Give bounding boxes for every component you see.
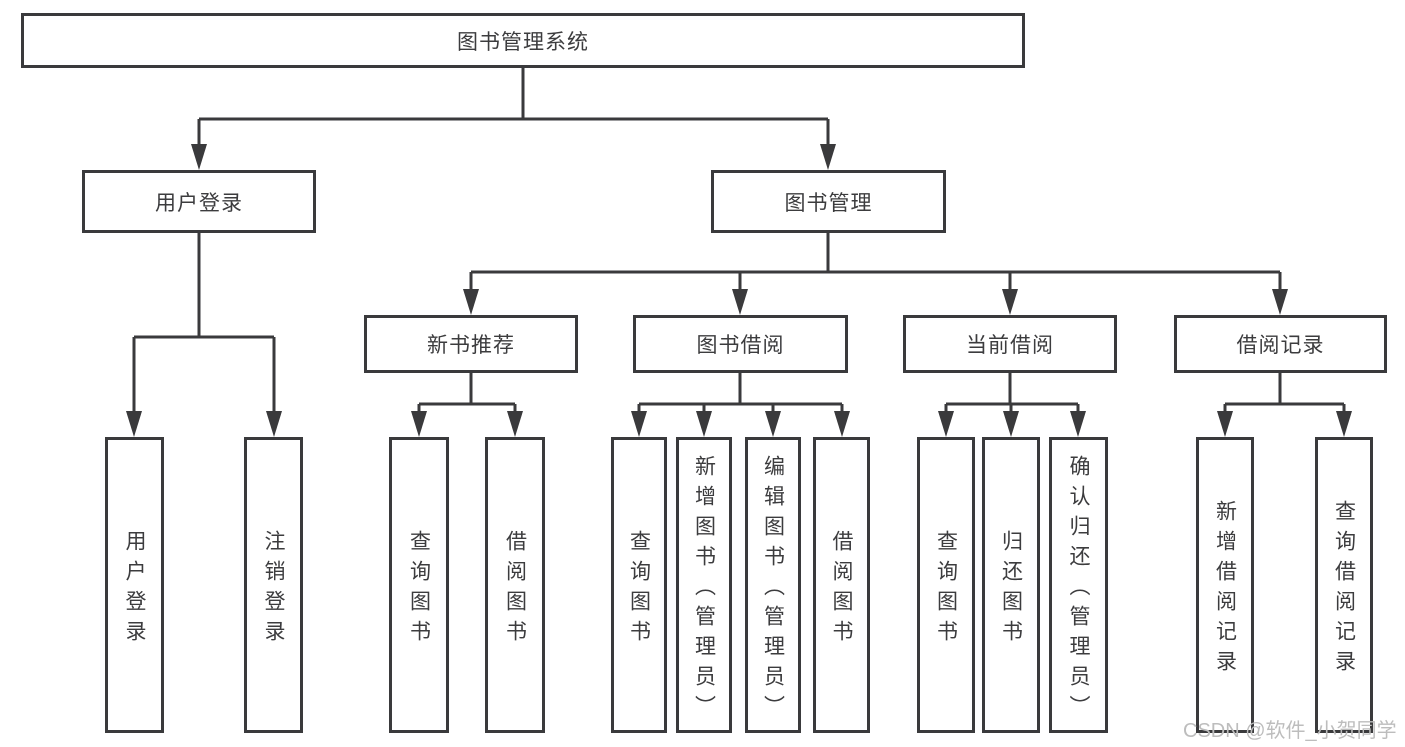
node-user-login: 用户登录 bbox=[82, 170, 316, 233]
node-borrow-records: 借阅记录 bbox=[1174, 315, 1387, 373]
leaf-logout: 注销登录 bbox=[244, 437, 303, 733]
leaf-confirm-return-admin: 确认归还（管理员） bbox=[1049, 437, 1108, 733]
leaf-query-books-current: 查询图书 bbox=[917, 437, 975, 733]
leaf-query-books-borrow: 查询图书 bbox=[611, 437, 667, 733]
node-current-borrow: 当前借阅 bbox=[903, 315, 1117, 373]
leaf-return-books: 归还图书 bbox=[982, 437, 1040, 733]
node-new-book-recommend: 新书推荐 bbox=[364, 315, 578, 373]
leaf-borrow-books-newbook: 借阅图书 bbox=[485, 437, 545, 733]
leaf-add-borrow-record: 新增借阅记录 bbox=[1196, 437, 1254, 733]
node-root: 图书管理系统 bbox=[21, 13, 1025, 68]
leaf-query-books-newbook: 查询图书 bbox=[389, 437, 449, 733]
node-book-borrow: 图书借阅 bbox=[633, 315, 848, 373]
leaf-query-borrow-record: 查询借阅记录 bbox=[1315, 437, 1373, 733]
leaf-edit-book-admin: 编辑图书（管理员） bbox=[745, 437, 801, 733]
leaf-add-book-admin: 新增图书（管理员） bbox=[676, 437, 732, 733]
leaf-borrow-books-borrow: 借阅图书 bbox=[813, 437, 870, 733]
watermark: CSDN @软件_小贺同学 bbox=[1183, 720, 1397, 742]
node-book-management: 图书管理 bbox=[711, 170, 946, 233]
leaf-user-login: 用户登录 bbox=[105, 437, 164, 733]
